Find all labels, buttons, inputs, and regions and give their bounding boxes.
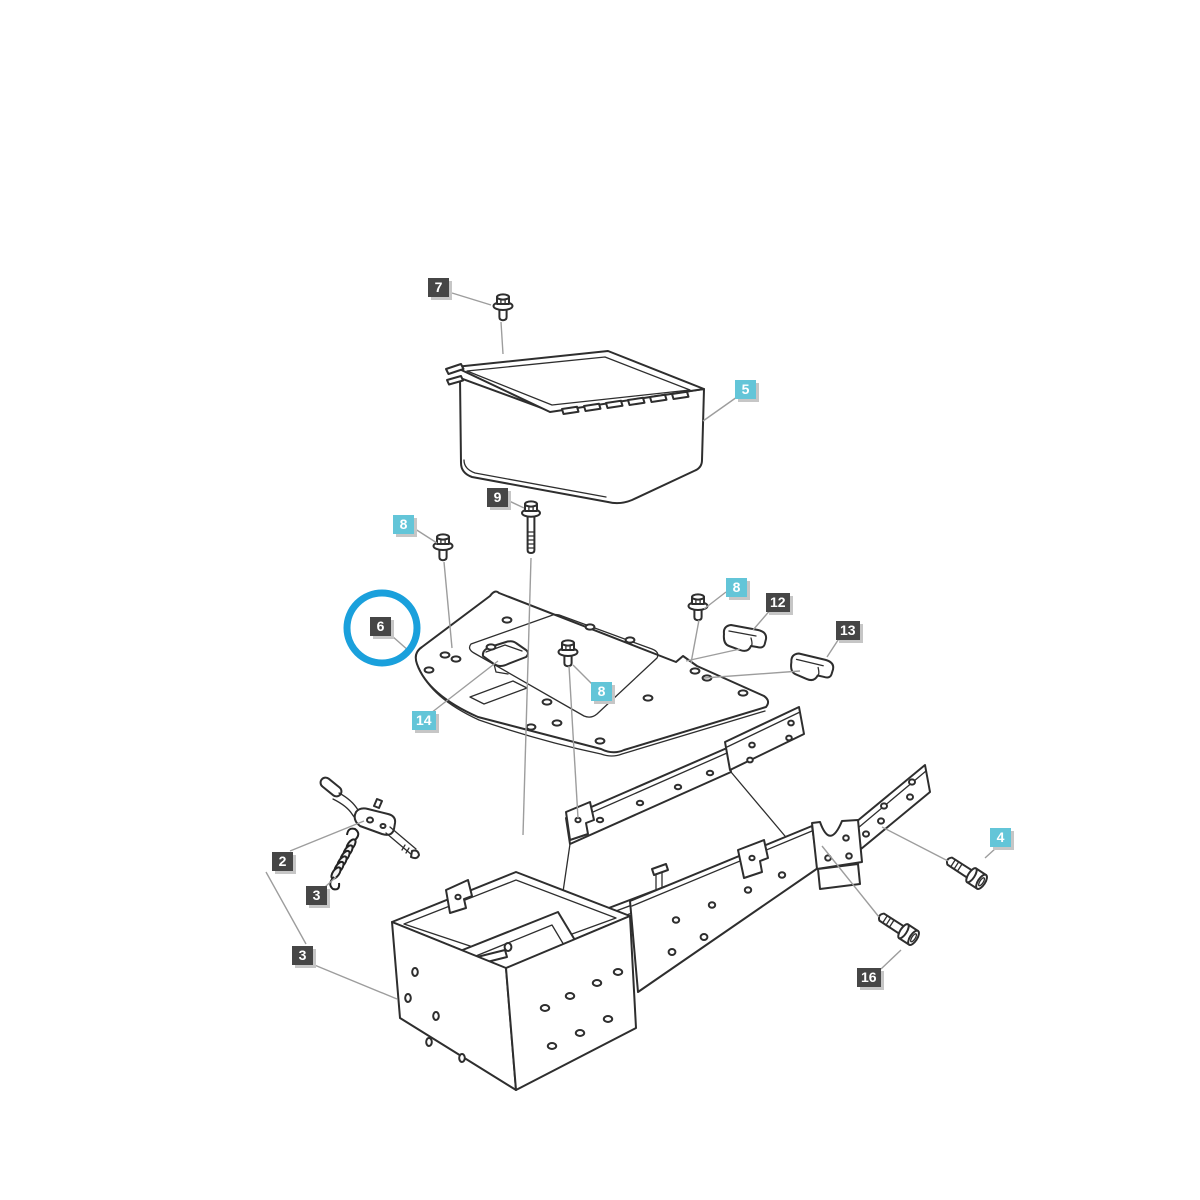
cap-screw-4: [942, 851, 991, 892]
release-lever: [319, 776, 420, 860]
tension-spring: [329, 827, 360, 891]
hook-plate-12: [722, 624, 768, 652]
leader-lines: [265, 292, 997, 1000]
callout-4[interactable]: 4: [990, 828, 1011, 847]
seat-plate: [414, 590, 770, 757]
callout-8-middle-label: 8: [597, 683, 606, 699]
callout-6-label: 6: [376, 618, 385, 634]
bolt-7: [492, 293, 514, 322]
callout-3-lower-label: 3: [298, 947, 307, 963]
callout-9[interactable]: 9: [487, 488, 508, 507]
callout-12-label: 12: [770, 594, 786, 610]
callout-7-label: 7: [434, 279, 443, 295]
bolt-8-left: [432, 533, 454, 562]
callout-16-label: 16: [861, 969, 877, 985]
callout-16[interactable]: 16: [857, 968, 881, 987]
callout-2-label: 2: [278, 853, 287, 869]
callout-3-upper-label: 3: [312, 887, 321, 903]
callout-8-middle[interactable]: 8: [591, 682, 612, 701]
callout-8-left-label: 8: [399, 516, 408, 532]
callout-13[interactable]: 13: [836, 621, 860, 640]
callout-9-label: 9: [493, 489, 502, 505]
callout-3-upper[interactable]: 3: [306, 886, 327, 905]
hook-plate-13: [789, 652, 835, 683]
cap-screw-16: [874, 907, 923, 948]
callout-8-right[interactable]: 8: [726, 578, 747, 597]
callout-12[interactable]: 12: [766, 593, 790, 612]
callout-5[interactable]: 5: [735, 380, 756, 399]
callout-14-label: 14: [416, 712, 432, 728]
callout-5-label: 5: [741, 381, 750, 397]
highlight-ring: [343, 589, 421, 667]
callout-7[interactable]: 7: [428, 278, 449, 297]
callout-14[interactable]: 14: [412, 711, 436, 730]
bolt-8-right: [687, 593, 709, 622]
callout-13-label: 13: [840, 622, 856, 638]
callout-6[interactable]: 6: [370, 617, 391, 636]
chassis-frame: [391, 706, 931, 1091]
callout-8-right-label: 8: [732, 579, 741, 595]
battery-box: [445, 350, 705, 505]
bolt-9: [521, 500, 541, 554]
callout-4-label: 4: [996, 829, 1005, 845]
callout-3-lower[interactable]: 3: [292, 946, 313, 965]
callout-8-left[interactable]: 8: [393, 515, 414, 534]
callout-2[interactable]: 2: [272, 852, 293, 871]
